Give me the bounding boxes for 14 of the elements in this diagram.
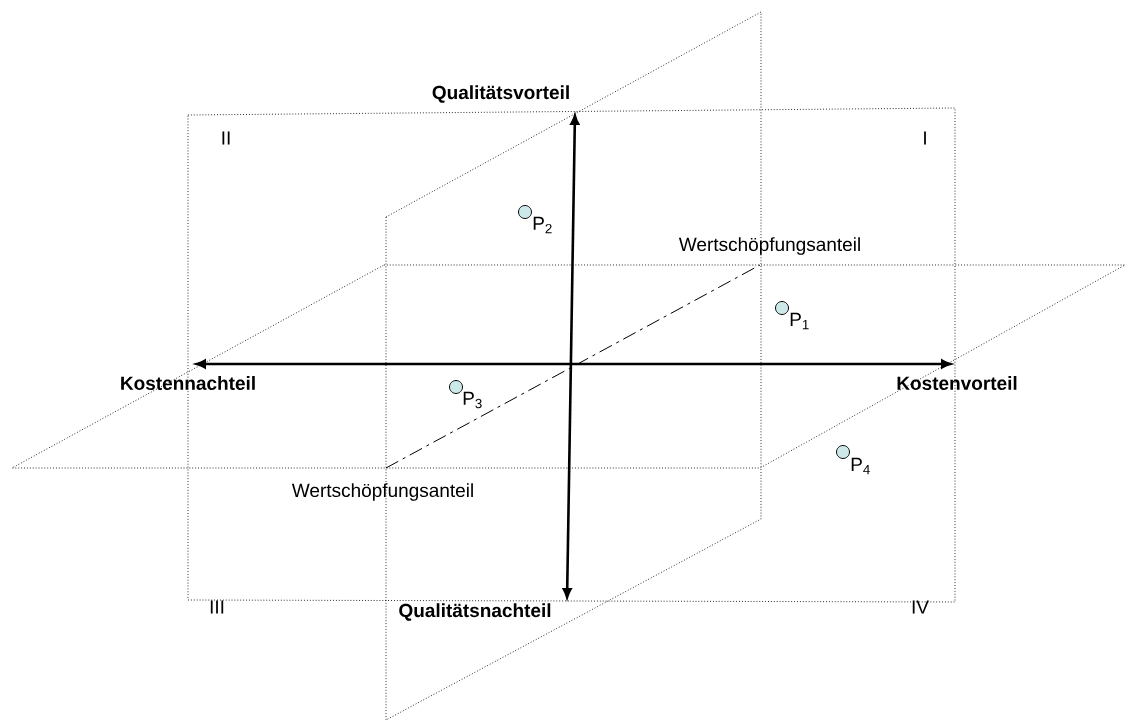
point-label: P$_{3}$ (463, 391, 482, 409)
quadrant-number: I (924, 131, 926, 145)
quadrant-number: III (210, 600, 224, 614)
quadrant-number: II (222, 131, 230, 145)
axis-label: Kostennachteil (121, 376, 255, 390)
axis-label: Wertschöpfungsanteil (291, 483, 473, 501)
point-label: P$_{1}$ (790, 312, 809, 330)
axis-label: Kostenvorteil (897, 376, 1017, 390)
axis-label: Qualitätsnachteil (399, 603, 551, 621)
point-label: P$_{4}$ (851, 457, 870, 475)
axis-label: Wertschöpfungsanteil (678, 237, 860, 255)
axis-label: Qualitätsvorteil (432, 85, 569, 103)
point-label: P$_{2}$ (533, 216, 552, 234)
quadrant-number: IV (912, 600, 929, 614)
